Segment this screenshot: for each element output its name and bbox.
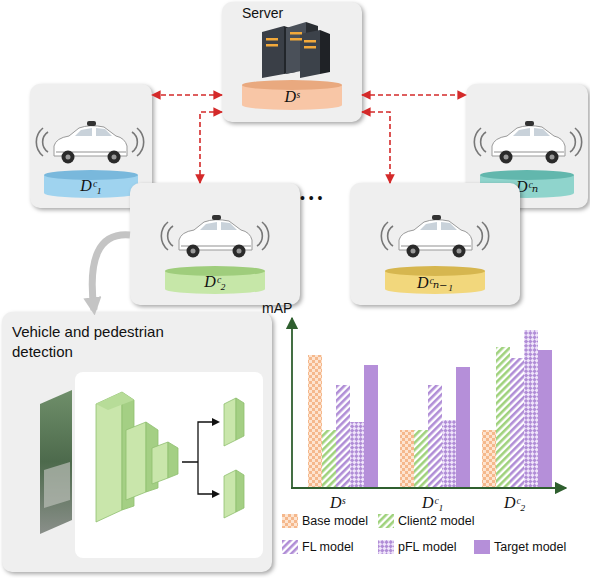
- legend-swatch: [282, 514, 298, 528]
- legend-swatch: [282, 540, 298, 554]
- axis-tick-label: Dˢ: [330, 494, 345, 512]
- box-title: Vehicle and pedestrian detection: [12, 322, 202, 361]
- legend-entry: FL model: [282, 540, 354, 554]
- client-box: Dᶜₙ₋₁: [350, 183, 520, 305]
- communication-link: [362, 94, 466, 96]
- flow-arrow: [92, 235, 130, 310]
- dataset-cylinder: Dᶜ₂: [165, 266, 265, 294]
- dataset-cylinder: Dᶜ₁: [44, 170, 138, 198]
- axis-title: mAP: [262, 300, 292, 316]
- legend-swatch: [474, 540, 490, 554]
- dataset-cylinder: Dˢ: [242, 80, 342, 110]
- dataset-label: Dᶜₙ₋₁: [385, 273, 485, 292]
- legend-swatch: [378, 514, 394, 528]
- ellipsis-dots: • • •: [300, 190, 322, 206]
- legend-text: Target model: [494, 540, 566, 554]
- legend-text: Client2 model: [398, 514, 474, 528]
- communication-link: [362, 112, 390, 183]
- server-box: ServerDˢ: [222, 2, 362, 122]
- communication-link: [200, 112, 222, 183]
- legend-text: pFL model: [398, 540, 457, 554]
- box-title: Server: [242, 5, 283, 21]
- axis-tick-label: Dᶜ₂: [504, 494, 525, 512]
- dataset-cylinder: Dᶜₙ₋₁: [385, 266, 485, 294]
- legend-swatch: [378, 540, 394, 554]
- axis-tick-label: Dᶜ₁: [422, 494, 443, 512]
- dataset-label: Dᶜ₂: [165, 273, 265, 291]
- bar-chart: [291, 318, 566, 488]
- legend-entry: Client2 model: [378, 514, 474, 528]
- dataset-label: Dᶜ₁: [44, 177, 138, 195]
- communication-link: [152, 94, 222, 96]
- legend-entry: Target model: [474, 540, 566, 554]
- legend-entry: Base model: [282, 514, 368, 528]
- dataset-label: Dˢ: [242, 88, 342, 106]
- legend-entry: pFL model: [378, 540, 457, 554]
- legend-text: FL model: [302, 540, 354, 554]
- task-box: Vehicle and pedestrian detection: [2, 312, 272, 572]
- client-box: Dᶜ₂: [130, 183, 300, 305]
- legend-text: Base model: [302, 514, 368, 528]
